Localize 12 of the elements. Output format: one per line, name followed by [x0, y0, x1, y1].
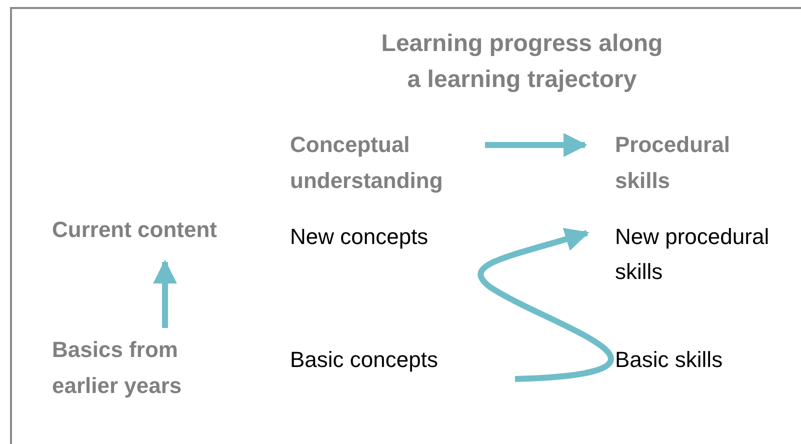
arrow	[153, 260, 177, 328]
node-label: Procedural skills	[615, 131, 731, 195]
node-label: Basic concepts	[290, 346, 439, 374]
node-label: New procedural skills	[615, 223, 770, 286]
arrow	[485, 133, 588, 157]
node-label: Basic skills	[615, 346, 724, 374]
arrow	[478, 228, 614, 382]
node-label: New concepts	[290, 223, 430, 251]
node-label: Current content	[52, 216, 218, 244]
diagram-title: Learning progress along a learning trajectory	[380, 29, 664, 95]
node-label: Conceptual understanding	[290, 131, 444, 195]
node-label: Basics from earlier years	[52, 336, 183, 400]
